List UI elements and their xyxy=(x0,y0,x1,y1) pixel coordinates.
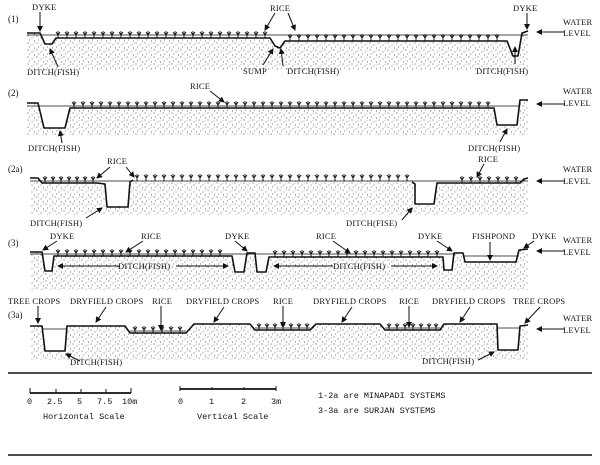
dyke-mid-label: DYKE xyxy=(225,231,249,241)
ditch-right-label: DITCH(FISH) xyxy=(476,66,528,76)
rice-3-label: RICE xyxy=(399,296,419,306)
dryfield-crops-1-label: DRYFIELD CROPS xyxy=(70,296,143,306)
h-scale-tick-2: 5 xyxy=(77,397,82,407)
horizontal-scale-bar: 0 2.5 5 7.5 10m Horizontal Scale xyxy=(27,388,137,422)
dyke-left-label: DYKE xyxy=(50,231,74,241)
section-3: (3) DYKE RICE DYKE RICE DYKE FISHPOND DY… xyxy=(8,231,592,290)
water-level-label-line2: LEVEL xyxy=(563,247,591,257)
v-scale-tick-2: 2 xyxy=(241,397,246,407)
water-level-label-line1: WATER xyxy=(563,235,592,245)
v-scale-tick-0: 0 xyxy=(178,397,183,407)
ditch-left-label: DITCH(FISH) xyxy=(27,67,79,77)
ditch-left-label: DITCH(FISH) xyxy=(30,218,82,228)
ditch-left-label: DITCH(FISH) xyxy=(28,143,80,153)
rice-plants xyxy=(71,100,491,109)
rice-right-label: RICE xyxy=(316,231,336,241)
water-level-label-line2: LEVEL xyxy=(563,176,591,186)
section-label: (1) xyxy=(8,14,19,24)
v-scale-title: Vertical Scale xyxy=(197,412,268,422)
fishpond-label: FISHPOND xyxy=(472,231,515,241)
rice-label: RICE xyxy=(270,3,290,13)
section-1: (1) DYKE RICE DYKE DITCH(FISH) SUMP D xyxy=(8,2,592,77)
rice-2-label: RICE xyxy=(273,296,293,306)
note-surjan-systems: 3-3a are SURJAN SYSTEMS xyxy=(318,406,435,416)
dryfield-crops-3-label: DRYFIELD CROPS xyxy=(313,296,386,306)
water-level-label-line1: WATER xyxy=(563,164,592,174)
section-label: (3) xyxy=(8,238,19,248)
rice-right-label: RICE xyxy=(478,154,498,164)
h-scale-tick-0: 0 xyxy=(27,397,32,407)
water-level-label-line2: LEVEL xyxy=(563,325,591,335)
section-label: (2) xyxy=(8,88,19,98)
water-level-label-line1: WATER xyxy=(563,17,592,27)
v-scale-tick-3: 3m xyxy=(271,397,281,407)
dyke-right-label: DYKE xyxy=(513,3,537,13)
ditch-right-label: DITCH(FISE) xyxy=(346,218,397,228)
ditch-left-label: DITCH(FISH) xyxy=(118,261,170,271)
v-scale-tick-1: 1 xyxy=(209,397,214,407)
section-2: (2) RICE DITCH(FISH) DITCH(FISH) WATER L… xyxy=(8,81,592,153)
ditch-right-label: DITCH(FISH) xyxy=(468,143,520,153)
rice-left-label: RICE xyxy=(107,156,127,166)
section-label: (2a) xyxy=(8,164,23,174)
water-level-label-line1: WATER xyxy=(563,86,592,96)
rice-label: RICE xyxy=(190,81,210,91)
h-scale-tick-3: 7.5 xyxy=(97,397,112,407)
h-scale-tick-4: 10m xyxy=(122,397,137,407)
sump-label: SUMP xyxy=(243,66,267,76)
ditch-left-label: DITCH(FISH) xyxy=(70,357,122,367)
section-label: (3a) xyxy=(8,310,23,320)
water-level-label-line1: WATER xyxy=(563,313,592,323)
ditch-right-label: DITCH(FISH) xyxy=(422,356,474,366)
dryfield-crops-2-label: DRYFIELD CROPS xyxy=(186,296,259,306)
h-scale-tick-1: 2.5 xyxy=(47,397,62,407)
dyke-left-label: DYKE xyxy=(32,2,56,12)
legend: 0 2.5 5 7.5 10m Horizontal Scale 0 1 2 3… xyxy=(8,372,592,456)
water-level-label-line2: LEVEL xyxy=(563,98,591,108)
tree-crops-left-label: TREE CROPS xyxy=(8,296,60,306)
rice-left-label: RICE xyxy=(141,231,161,241)
dryfield-crops-4-label: DRYFIELD CROPS xyxy=(432,296,505,306)
dyke-far-right-label: DYKE xyxy=(532,231,556,241)
dyke-right-label: DYKE xyxy=(418,231,442,241)
water-level-label-line2: LEVEL xyxy=(563,28,591,38)
h-scale-title: Horizontal Scale xyxy=(43,412,125,422)
vertical-scale-bar: 0 1 2 3m Vertical Scale xyxy=(178,386,281,422)
ditch-right-label: DITCH(FISH) xyxy=(333,261,385,271)
section-2a: (2a) RICE RICE DITCH(FISH) DITCH(FISE) W… xyxy=(8,154,592,228)
tree-crops-right-label: TREE CROPS xyxy=(513,296,565,306)
section-3a: (3a) TREE CROPS DRYFIELD CROPS RICE DRYF… xyxy=(8,296,592,367)
note-minapadi-systems: 1-2a are MINAPADI SYSTEMS xyxy=(318,391,446,401)
rice-1-label: RICE xyxy=(152,296,172,306)
ditch-mid-label: DITCH(FISH) xyxy=(287,66,339,76)
